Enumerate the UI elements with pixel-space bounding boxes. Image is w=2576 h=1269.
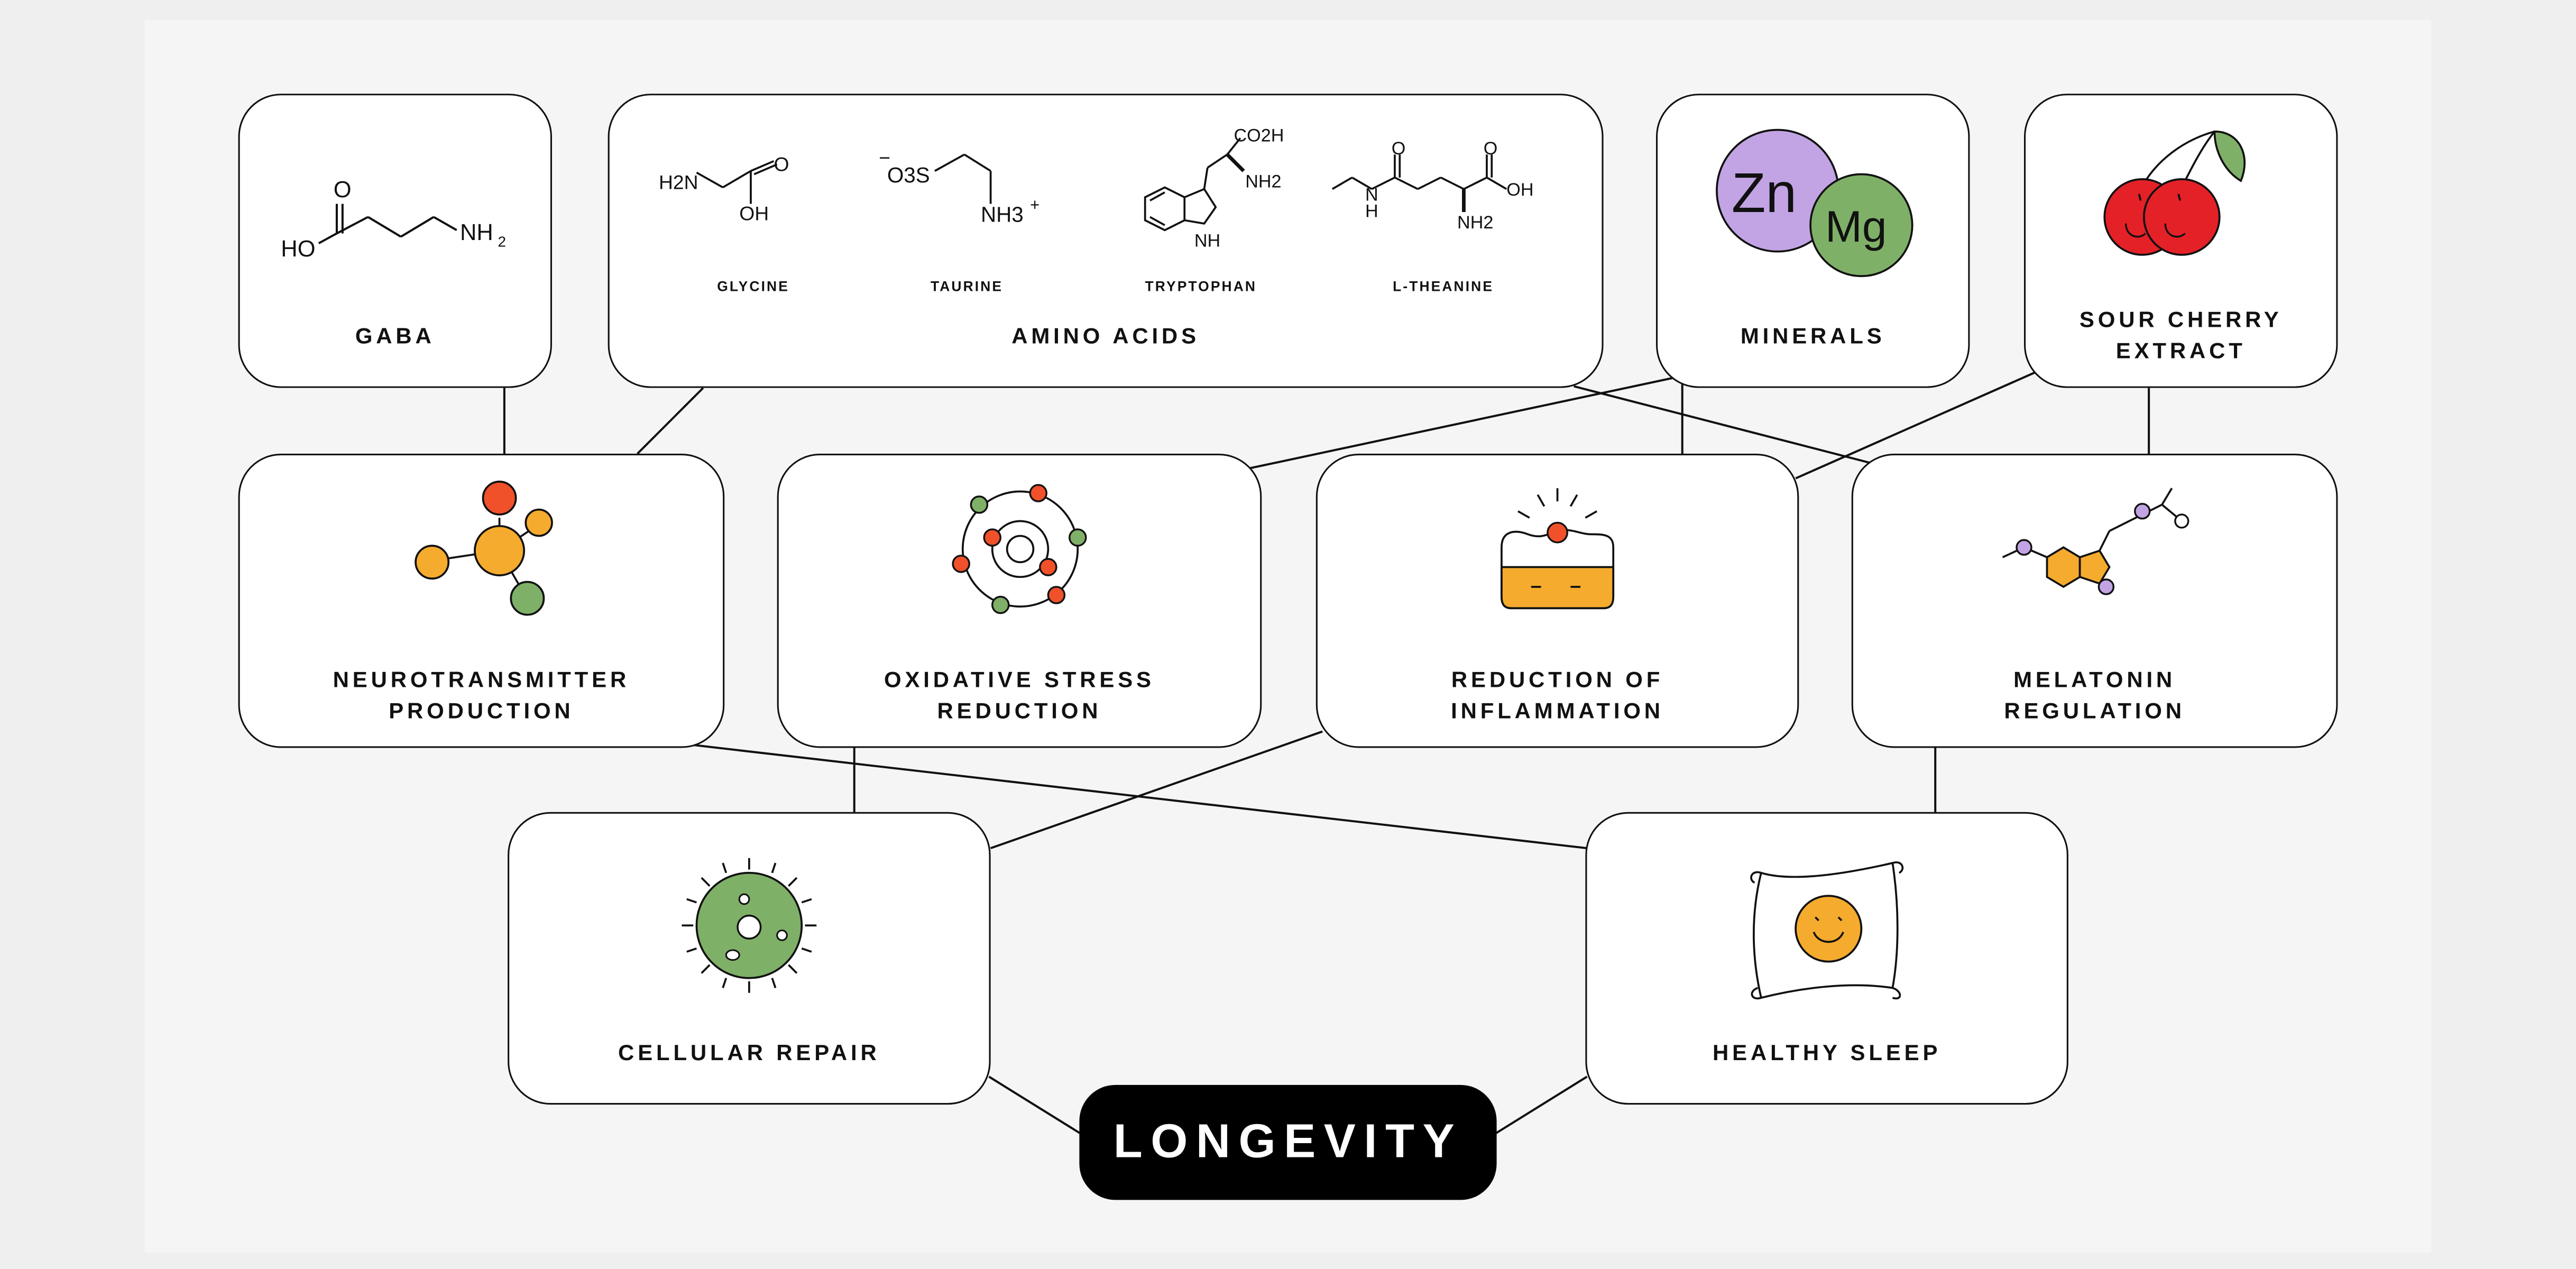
cherry-leaf xyxy=(2213,130,2246,182)
theanine-o2-text: O xyxy=(1484,139,1498,159)
theanine-oh-text: OH xyxy=(1506,180,1533,200)
glycine-h2n-text: H2N xyxy=(659,171,698,194)
edge-repair-longevity xyxy=(988,1075,1085,1137)
taurine-minus-text: − xyxy=(879,146,890,169)
longevity-node: LONGEVITY xyxy=(1079,1084,1497,1200)
theanine-h-text: H xyxy=(1365,201,1378,221)
oxidative-stress-card: OXIDATIVE STRESS REDUCTION xyxy=(777,454,1262,748)
inflammation-label: REDUCTION OF INFLAMMATION xyxy=(1451,667,1664,723)
zinc-symbol: Zn xyxy=(1732,162,1797,224)
melatonin-card: MELATONIN REGULATION xyxy=(1851,454,2338,748)
sour-cherry-label: SOUR CHERRY EXTRACT xyxy=(2079,307,2283,364)
glycine-label: GLYCINE xyxy=(717,278,789,295)
taurine-structure-icon: − O3S NH3 + xyxy=(879,146,1039,227)
cherry-right xyxy=(2142,178,2221,256)
tryptophan-label: TRYPTOPHAN xyxy=(1145,278,1257,295)
melatonin-molecule-icon xyxy=(2002,488,2189,595)
theanine-o1-text: O xyxy=(1392,139,1406,159)
edge-sleep-longevity xyxy=(1491,1075,1588,1137)
neurotransmitter-label: NEUROTRANSMITTER PRODUCTION xyxy=(333,667,630,723)
magnesium-symbol: Mg xyxy=(1825,201,1887,251)
neurotransmitter-molecule-icon xyxy=(415,481,553,616)
edge-amino-neurotransmitter xyxy=(637,387,704,455)
edge-inflammation-repair xyxy=(990,730,1323,850)
cellular-repair-card: CELLULAR REPAIR xyxy=(508,812,991,1105)
magnesium-circle xyxy=(1809,173,1913,278)
gaba-label: GABA xyxy=(355,324,435,349)
cellular-repair-label: CELLULAR REPAIR xyxy=(618,1040,880,1065)
gaba-structure-icon: O HO NH 2 xyxy=(281,177,506,262)
theanine-n-text: N xyxy=(1365,185,1378,205)
cherry-icon xyxy=(2103,130,2246,256)
taurine-label: TAURINE xyxy=(930,278,1004,295)
healthy-sleep-card: HEALTHY SLEEP xyxy=(1585,812,2068,1105)
taurine-o3s-text: O3S xyxy=(887,163,930,187)
gaba-sub-text: 2 xyxy=(498,233,506,250)
atom-orbit-icon xyxy=(952,484,1087,614)
taurine-nh3-text: NH3 xyxy=(981,203,1024,227)
edge-minerals-oxidative xyxy=(1248,377,1673,470)
edge-cherry-inflammation xyxy=(1795,370,2038,480)
tryptophan-co2h-text: CO2H xyxy=(1234,125,1284,145)
tryptophan-nh-text: NH xyxy=(1194,231,1220,251)
amino-acids-card: H2N O OH GLYCINE − O3S NH3 + TAURINE xyxy=(608,94,1604,388)
glycine-o-text: O xyxy=(774,153,789,175)
inflammation-icon xyxy=(1501,488,1615,610)
amino-acids-label: AMINO ACIDS xyxy=(1011,324,1200,349)
tryptophan-structure-icon: CO2H NH2 NH xyxy=(1144,125,1284,251)
inflammation-card: REDUCTION OF INFLAMMATION xyxy=(1315,454,1799,748)
l-theanine-label: L-THEANINE xyxy=(1393,278,1494,295)
gaba-ho-text: HO xyxy=(281,236,315,262)
tryptophan-nh2-text: NH2 xyxy=(1245,171,1281,191)
edge-amino-melatonin xyxy=(1574,385,1873,465)
pillow-icon xyxy=(1750,861,1904,1000)
gaba-card: O HO NH 2 GABA xyxy=(238,94,552,388)
neurotransmitter-card: NEUROTRANSMITTER PRODUCTION xyxy=(238,454,725,748)
oxidative-stress-label: OXIDATIVE STRESS REDUCTION xyxy=(884,667,1155,723)
cell-icon xyxy=(682,858,817,993)
healthy-sleep-label: HEALTHY SLEEP xyxy=(1712,1040,1942,1065)
minerals-card: Zn Mg MINERALS xyxy=(1655,94,1970,388)
zinc-magnesium-icon: Zn Mg xyxy=(1716,128,1913,278)
minerals-label: MINERALS xyxy=(1740,324,1885,349)
glycine-oh-text: OH xyxy=(739,203,769,225)
glycine-structure-icon: H2N O OH xyxy=(659,153,789,225)
theanine-nh2-text: NH2 xyxy=(1457,213,1493,233)
melatonin-label: MELATONIN REGULATION xyxy=(2004,667,2185,723)
taurine-plus-text: + xyxy=(1030,196,1039,214)
sour-cherry-card: SOUR CHERRY EXTRACT xyxy=(2023,94,2338,388)
gaba-o-text: O xyxy=(334,177,352,203)
gaba-nh-text: NH xyxy=(460,220,493,245)
l-theanine-structure-icon: O O N H OH NH2 xyxy=(1331,139,1533,233)
